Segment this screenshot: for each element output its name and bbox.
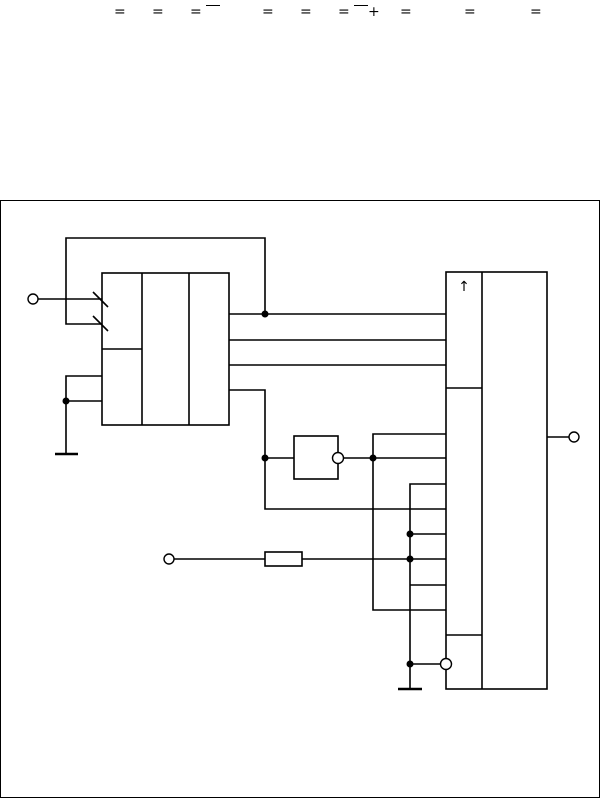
inverter-body [293, 435, 339, 480]
input-bottom-terminal [163, 553, 175, 565]
formula-equals-1: = [114, 4, 126, 20]
feedback-loop [65, 237, 266, 332]
formula-equals-4: = [262, 4, 274, 20]
formula-equals-2: = [152, 4, 164, 20]
resistor-input [163, 551, 446, 567]
formula-equals-3: = [190, 4, 202, 20]
resistor-body [264, 551, 303, 567]
inverter-input-junction [261, 454, 269, 462]
input-terminal-left [27, 291, 109, 308]
resistor-junction [406, 555, 414, 563]
output-terminal-circle [568, 431, 580, 443]
formula-equals-8: = [464, 4, 476, 20]
output-junction-1 [261, 310, 269, 318]
input-inverter-tick [92, 291, 109, 308]
output-wire-4 [229, 389, 446, 510]
reset-junction [406, 660, 414, 668]
counter-block: ↑ [445, 271, 548, 690]
inverter-gate [261, 435, 446, 480]
register-outputs [229, 310, 446, 510]
formula-line: = = = = = = + = = = [0, 0, 600, 40]
input-bus [372, 433, 446, 689]
formula-equals-5: = [300, 4, 312, 20]
ground-junction [62, 397, 70, 405]
output-terminal [547, 431, 580, 443]
counter-reset [398, 657, 453, 691]
register-ground [55, 375, 102, 456]
ground-wire-a [65, 375, 102, 454]
schematic-frame: ↑ [0, 200, 600, 798]
formula-overline-1 [206, 5, 220, 6]
register-block [101, 272, 230, 426]
clock-arrow-label: ↑ [458, 279, 470, 295]
bus-junction-1 [406, 530, 414, 538]
formula-overline-2 [354, 5, 368, 6]
feedback-inverter-tick [92, 315, 109, 332]
formula-equals-7: = [400, 4, 412, 20]
input-left-terminal [27, 293, 39, 305]
formula-plus: + [368, 4, 380, 20]
formula-equals-9: = [530, 4, 542, 20]
formula-equals-6: = [338, 4, 350, 20]
feedback-wire [65, 237, 266, 325]
reset-bubble [439, 657, 453, 671]
counter-outline [445, 271, 548, 690]
inverter-bubble [331, 451, 345, 465]
circuit-schematic: ↑ [27, 237, 580, 691]
bus-loop-inner [409, 483, 446, 689]
